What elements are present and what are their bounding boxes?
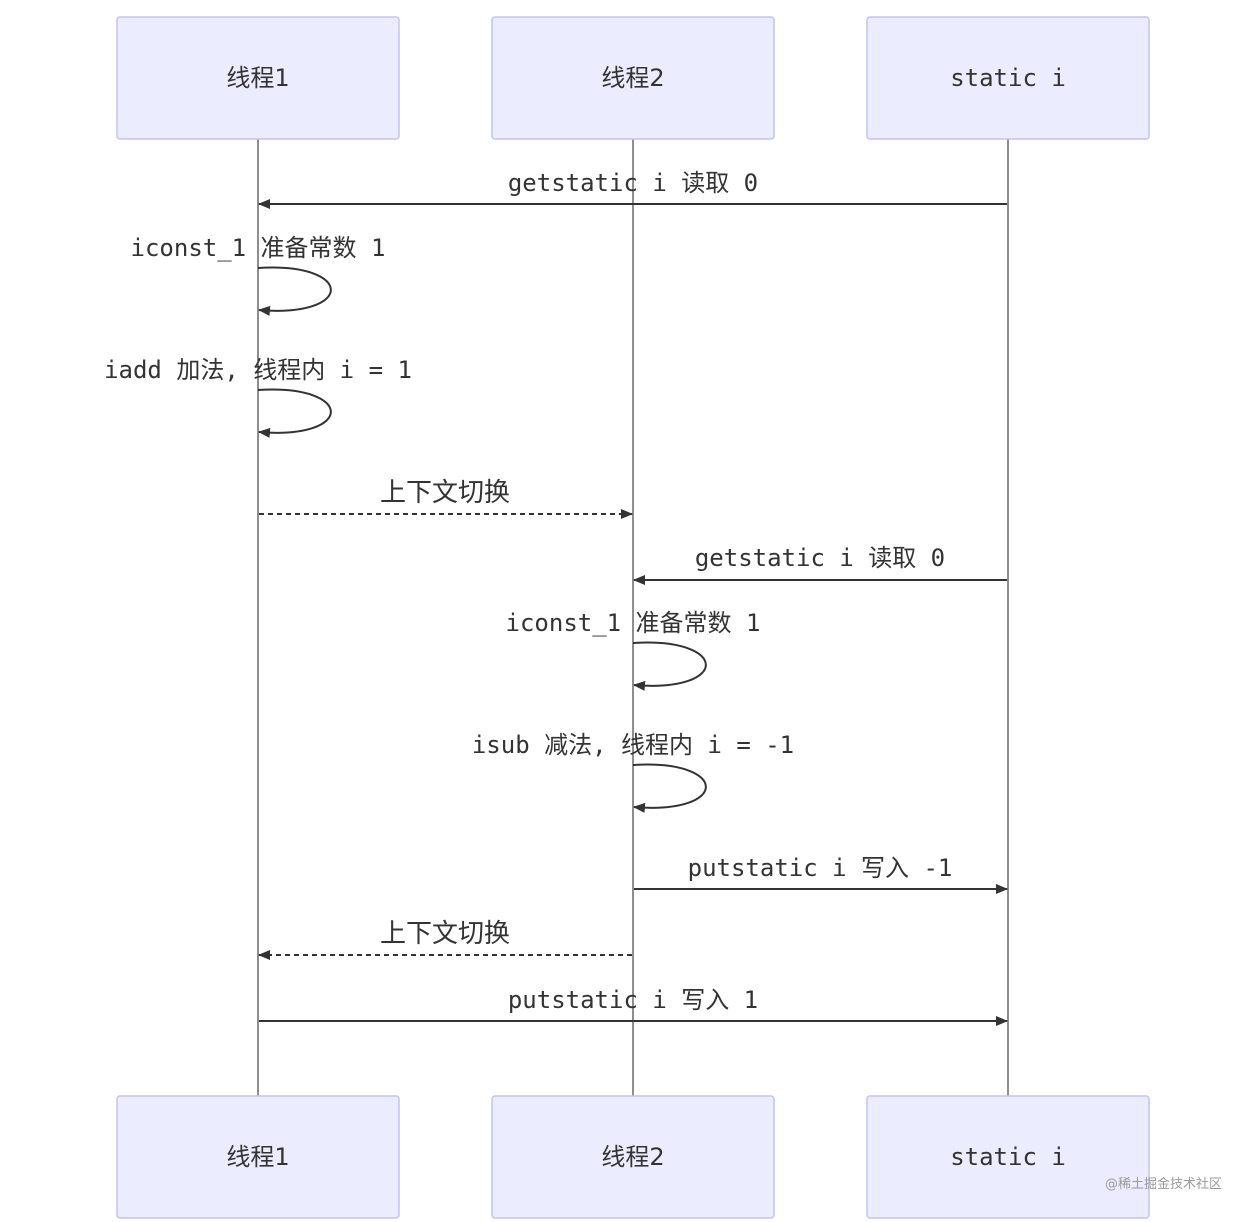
message-label-5: getstatic i 读取 0 <box>695 544 945 572</box>
actor-top-static-i: static i <box>866 16 1150 140</box>
message-arrow-3 <box>257 388 332 438</box>
actor-label: static i <box>950 64 1066 92</box>
message-arrow-6 <box>632 641 707 691</box>
message-label-2: iconst_1 准备常数 1 <box>131 234 386 262</box>
message-arrow-2 <box>257 266 332 316</box>
message-label-10: putstatic i 写入 1 <box>508 986 758 1014</box>
actor-bottom-static-i: static i <box>866 1095 1150 1219</box>
actor-label: 线程2 <box>601 64 664 92</box>
message-label-6: iconst_1 准备常数 1 <box>506 609 761 637</box>
actor-top-thread1: 线程1 <box>116 16 400 140</box>
actor-label: 线程1 <box>226 64 289 92</box>
actor-bottom-thread2: 线程2 <box>491 1095 775 1219</box>
actor-label: static i <box>950 1143 1066 1171</box>
message-label-4: 上下文切换 <box>380 478 510 508</box>
message-label-7: isub 减法, 线程内 i = -1 <box>472 731 794 759</box>
message-label-8: putstatic i 写入 -1 <box>688 854 953 882</box>
actor-bottom-thread1: 线程1 <box>116 1095 400 1219</box>
message-arrow-7 <box>632 763 707 813</box>
actor-top-thread2: 线程2 <box>491 16 775 140</box>
watermark-text: @稀土掘金技术社区 <box>1105 1176 1222 1192</box>
actor-label: 线程1 <box>226 1143 289 1171</box>
message-label-1: getstatic i 读取 0 <box>508 169 758 197</box>
message-label-3: iadd 加法, 线程内 i = 1 <box>104 356 412 384</box>
actor-label: 线程2 <box>601 1143 664 1171</box>
message-label-9: 上下文切换 <box>380 919 510 949</box>
